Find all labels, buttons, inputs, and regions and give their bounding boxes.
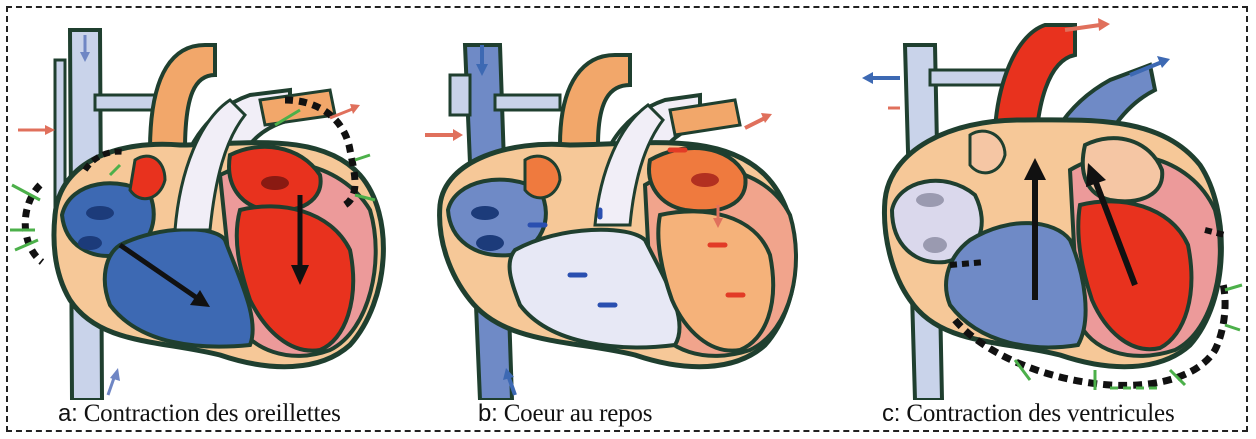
caption-c: c: Contraction des ventricules [882,400,1174,428]
heart-illustration-b [420,0,830,400]
caption-letter-a: a: [58,400,78,427]
panel-atrial-contraction: a: Contraction des oreillettes [0,0,420,439]
caption-b: b: Coeur au repos [478,400,652,428]
caption-text-b: Coeur au repos [504,400,653,427]
heart-illustration-c [830,0,1250,400]
panel-ventricular-contraction: c: Contraction des ventricules [830,0,1250,439]
caption-text-c: Contraction des ventricules [906,400,1174,427]
caption-a: a: Contraction des oreillettes [58,400,341,428]
heart-illustration-a [0,0,420,400]
caption-letter-b: b: [478,400,498,427]
caption-letter-c: c: [882,400,900,427]
panel-resting-heart: b: Coeur au repos [420,0,830,439]
caption-text-a: Contraction des oreillettes [84,400,341,427]
